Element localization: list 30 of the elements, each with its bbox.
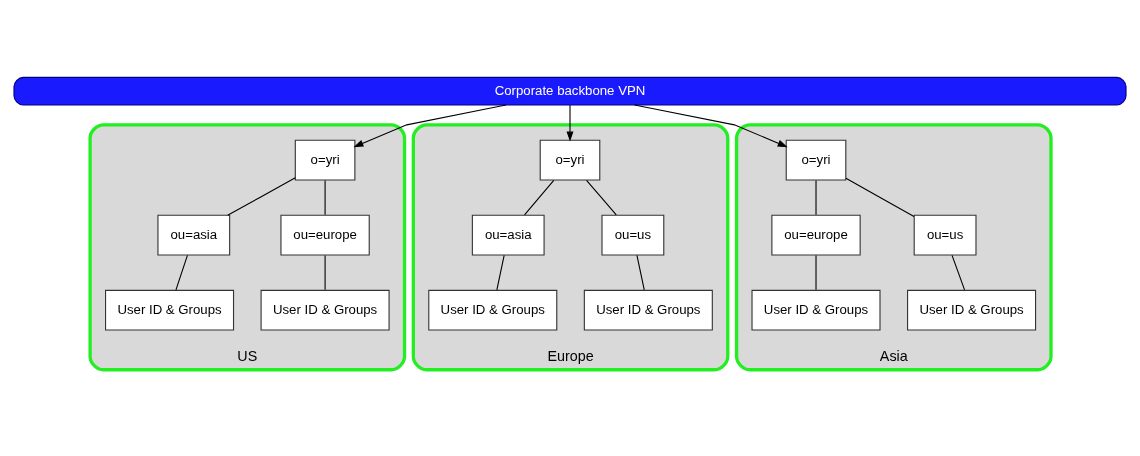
node-box: o=yri xyxy=(785,139,847,181)
connector xyxy=(524,179,555,216)
connector xyxy=(496,254,505,291)
node-box: ou=asia xyxy=(157,214,231,256)
connector xyxy=(586,179,617,216)
arrow xyxy=(566,104,574,142)
node-box: Corporate backbone VPN xyxy=(13,76,1127,106)
node-box: User ID & Groups xyxy=(428,289,558,331)
connector xyxy=(324,254,326,291)
node-box: User ID & Groups xyxy=(907,289,1037,331)
connector xyxy=(845,177,915,218)
arrow xyxy=(353,104,507,148)
connector xyxy=(815,254,817,291)
connector xyxy=(324,179,326,216)
node-box: o=yri xyxy=(294,139,356,181)
arrow xyxy=(633,104,788,148)
node-box: User ID & Groups xyxy=(260,289,390,331)
node-box: ou=us xyxy=(601,214,665,256)
connector xyxy=(175,254,188,291)
node-box: ou=asia xyxy=(471,214,545,256)
node-box: ou=europe xyxy=(280,214,370,256)
connector xyxy=(227,177,296,216)
node-box: User ID & Groups xyxy=(751,289,881,331)
connector xyxy=(636,254,645,291)
connector xyxy=(951,254,966,291)
node-box: o=yri xyxy=(539,139,601,181)
node-box: User ID & Groups xyxy=(105,289,235,331)
node-box: ou=europe xyxy=(771,214,861,256)
node-box: ou=us xyxy=(913,214,977,256)
node-box: User ID & Groups xyxy=(583,289,713,331)
